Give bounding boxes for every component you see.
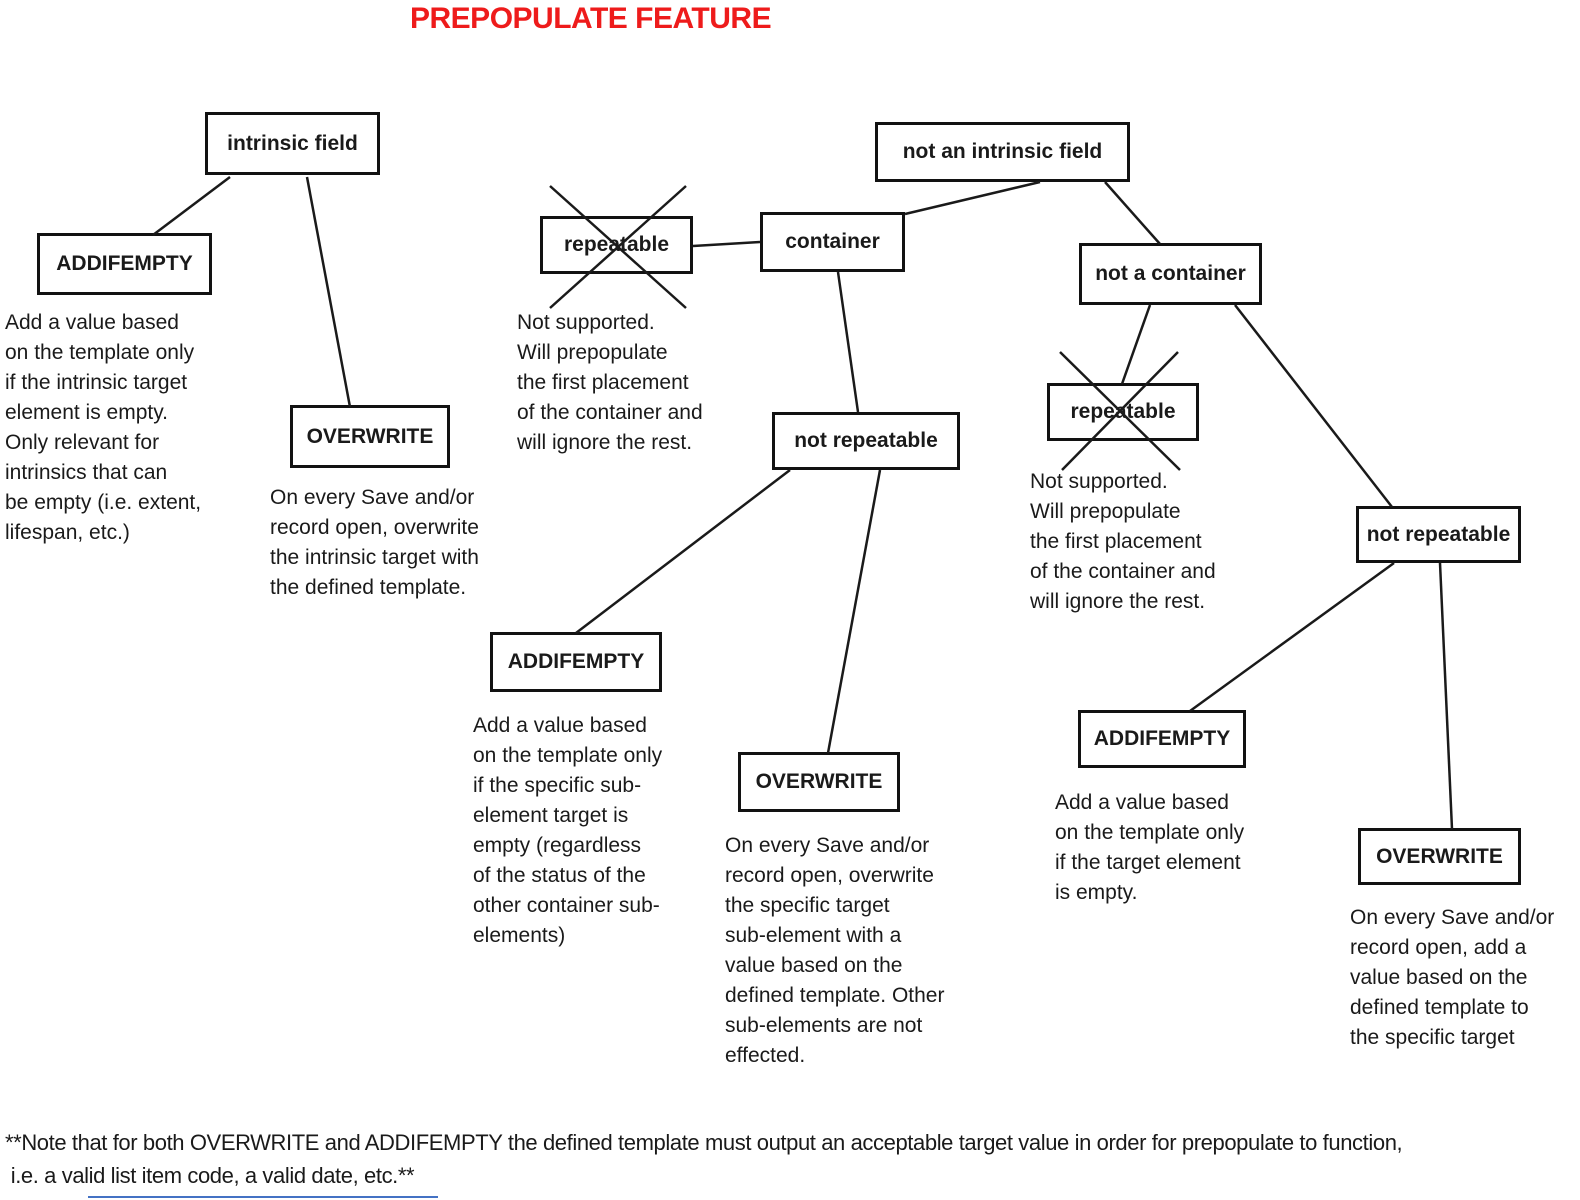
desc-overwrite-left: On every Save and/or record open, overwr… xyxy=(270,486,479,599)
edge-notrepeatablemid-to-addifempty xyxy=(575,469,791,634)
node-not-a-container: not a container xyxy=(1079,243,1262,305)
edge-notintrinsic-to-notcontainer xyxy=(1104,181,1161,245)
node-addifempty-mid: ADDIFEMPTY xyxy=(490,632,662,692)
node-container: container xyxy=(760,212,905,272)
edge-notrepeatablemid-to-overwrite xyxy=(826,469,882,754)
node-intrinsic-field: intrinsic field xyxy=(205,112,380,175)
node-not-an-intrinsic-field: not an intrinsic field xyxy=(875,122,1130,182)
edge-container-to-notrepeatable xyxy=(836,271,860,413)
edge-notrepeatableright-to-overwrite xyxy=(1438,562,1454,830)
edge-repeatable-to-container xyxy=(692,240,761,248)
node-repeatable-mid-crossed: repeatable xyxy=(540,216,693,274)
desc-overwrite-right: On every Save and/or record open, add a … xyxy=(1350,906,1555,1049)
blue-underline-rule xyxy=(88,1196,438,1198)
desc-addifempty-mid: Add a value based on the template only i… xyxy=(473,714,663,947)
node-addifempty-left: ADDIFEMPTY xyxy=(37,233,212,295)
node-overwrite-right: OVERWRITE xyxy=(1358,828,1521,885)
node-overwrite-left: OVERWRITE xyxy=(290,405,450,468)
desc-not-supported-right: Not supported. Will prepopulate the firs… xyxy=(1030,470,1216,613)
node-not-repeatable-right: not repeatable xyxy=(1356,506,1521,563)
node-repeatable-right-crossed: repeatable xyxy=(1047,383,1199,441)
footnote: **Note that for both OVERWRITE and ADDIF… xyxy=(5,1130,1403,1188)
node-not-repeatable-mid: not repeatable xyxy=(772,412,960,470)
edge-notintrinsic-to-container xyxy=(904,180,1041,216)
page-title: PREPOPULATE FEATURE xyxy=(410,2,772,35)
edge-notcontainer-to-repeatable xyxy=(1120,304,1152,385)
desc-addifempty-left: Add a value based on the template only i… xyxy=(5,311,202,544)
desc-overwrite-mid: On every Save and/or record open, overwr… xyxy=(725,834,945,1067)
node-overwrite-mid: OVERWRITE xyxy=(738,752,900,812)
desc-addifempty-right: Add a value based on the template only i… xyxy=(1055,791,1245,904)
node-addifempty-right: ADDIFEMPTY xyxy=(1078,710,1246,768)
desc-not-supported-mid: Not supported. Will prepopulate the firs… xyxy=(517,311,703,454)
edge-intrinsic-to-overwrite xyxy=(305,176,352,408)
edge-intrinsic-to-addifempty xyxy=(152,176,231,236)
